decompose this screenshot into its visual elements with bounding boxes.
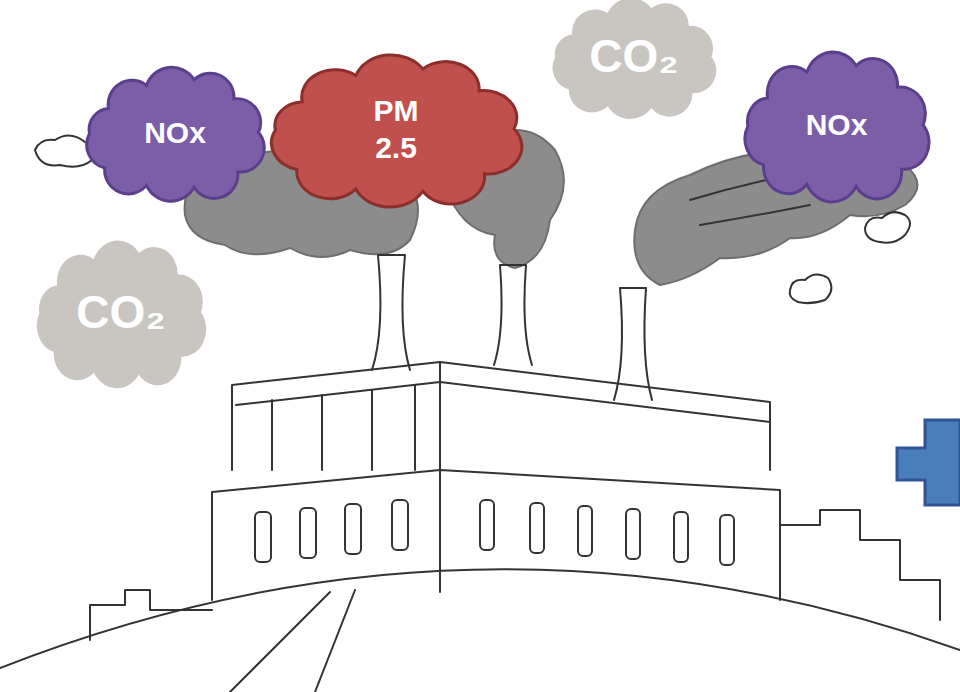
plus-sign [897, 420, 960, 505]
cloud-shape [262, 58, 530, 200]
cloud-label: NOx [806, 106, 868, 144]
windows [255, 500, 734, 565]
cloud-label: CO₂ [589, 28, 678, 86]
emission-cloud: NOx [80, 70, 270, 195]
emission-cloud: PM 2.5 [262, 58, 530, 200]
cloud-label: PM 2.5 [356, 92, 436, 167]
factory-outline [0, 135, 960, 692]
emission-cloud: CO₂ [32, 245, 210, 380]
cloud-label: NOx [144, 114, 206, 152]
emission-cloud: CO₂ [548, 2, 720, 112]
emission-cloud: NOx [738, 55, 935, 195]
cloud-label: CO₂ [76, 284, 165, 342]
